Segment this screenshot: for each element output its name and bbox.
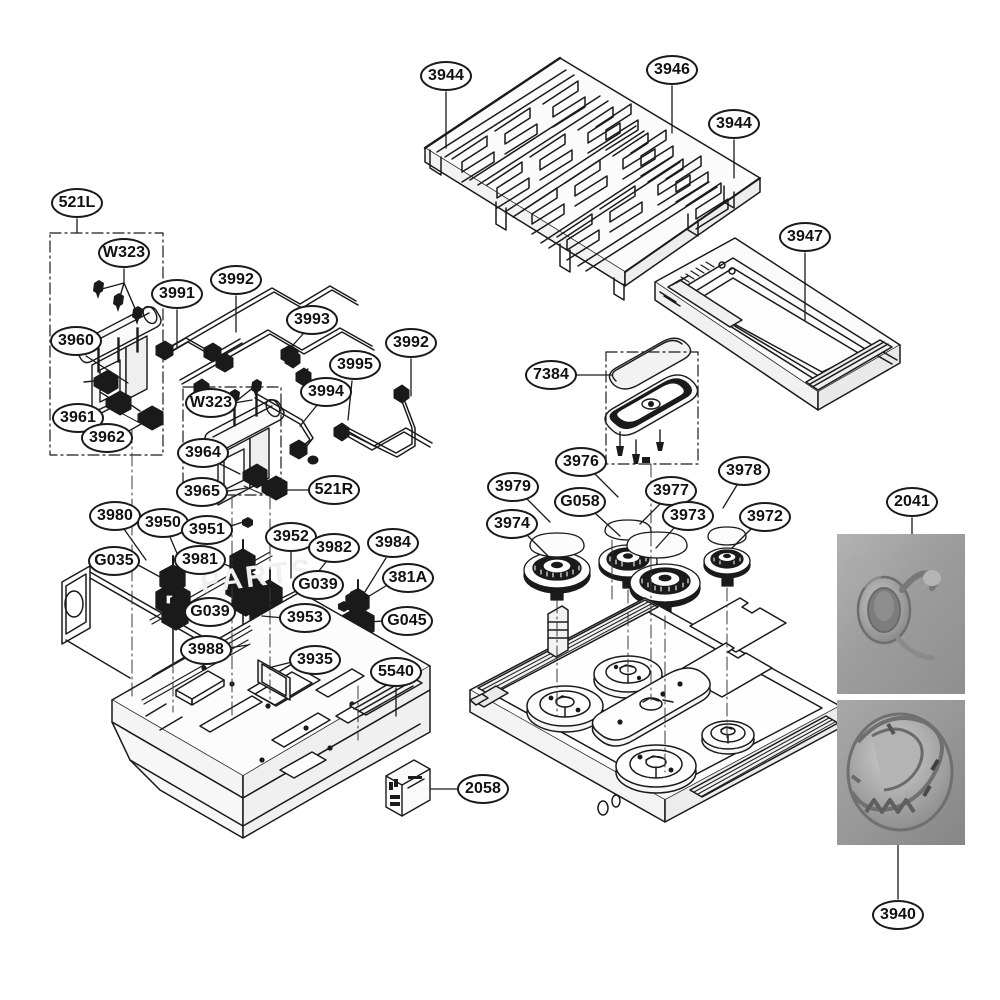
callout-3965[interactable]: 3965 [176, 477, 228, 507]
callout-3952[interactable]: 3952 [265, 522, 317, 552]
callout-521R[interactable]: 521R [308, 475, 360, 505]
callout-3947[interactable]: 3947 [779, 222, 831, 252]
callout-3962[interactable]: 3962 [81, 423, 133, 453]
callout-W323L[interactable]: W323 [98, 238, 150, 268]
callout-3994[interactable]: 3994 [300, 377, 352, 407]
callout-3944L[interactable]: 3944 [420, 61, 472, 91]
photo-2041-group [837, 534, 965, 694]
callout-381A[interactable]: 381A [382, 563, 434, 593]
callout-2041[interactable]: 2041 [886, 487, 938, 517]
callout-3979[interactable]: 3979 [487, 472, 539, 502]
callout-5540[interactable]: 5540 [370, 657, 422, 687]
callout-3982[interactable]: 3982 [308, 533, 360, 563]
callout-3964[interactable]: 3964 [177, 438, 229, 468]
callout-3992B[interactable]: 3992 [385, 328, 437, 358]
callout-3993[interactable]: 3993 [286, 305, 338, 335]
callout-3976[interactable]: 3976 [555, 447, 607, 477]
callout-3944R[interactable]: 3944 [708, 109, 760, 139]
callout-3950[interactable]: 3950 [137, 508, 189, 538]
callout-W323R[interactable]: W323 [185, 388, 237, 418]
callout-3978[interactable]: 3978 [718, 456, 770, 486]
callout-G058[interactable]: G058 [554, 487, 606, 517]
callout-3951[interactable]: 3951 [181, 515, 233, 545]
callout-3991[interactable]: 3991 [151, 279, 203, 309]
callout-3980[interactable]: 3980 [89, 501, 141, 531]
callout-3972[interactable]: 3972 [739, 502, 791, 532]
callout-3973[interactable]: 3973 [662, 501, 714, 531]
callout-G039B[interactable]: G039 [292, 570, 344, 600]
callout-3946[interactable]: 3946 [646, 55, 698, 85]
callout-521L[interactable]: 521L [51, 188, 103, 218]
callout-3953[interactable]: 3953 [279, 603, 331, 633]
callout-3961[interactable]: 3961 [52, 403, 104, 433]
callout-3960[interactable]: 3960 [50, 326, 102, 356]
callout-G045[interactable]: G045 [381, 606, 433, 636]
callout-3995[interactable]: 3995 [329, 350, 381, 380]
photo-3940-group [837, 700, 965, 845]
callout-G035[interactable]: G035 [88, 546, 140, 576]
callout-2058[interactable]: 2058 [457, 774, 509, 804]
callout-3981[interactable]: 3981 [174, 545, 226, 575]
callout-3984[interactable]: 3984 [367, 528, 419, 558]
callout-3988[interactable]: 3988 [180, 635, 232, 665]
callout-3940[interactable]: 3940 [872, 900, 924, 930]
callout-G039A[interactable]: G039 [184, 597, 236, 627]
callout-3974[interactable]: 3974 [486, 509, 538, 539]
callout-7384[interactable]: 7384 [525, 360, 577, 390]
callout-3992A[interactable]: 3992 [210, 265, 262, 295]
callout-3935[interactable]: 3935 [289, 645, 341, 675]
